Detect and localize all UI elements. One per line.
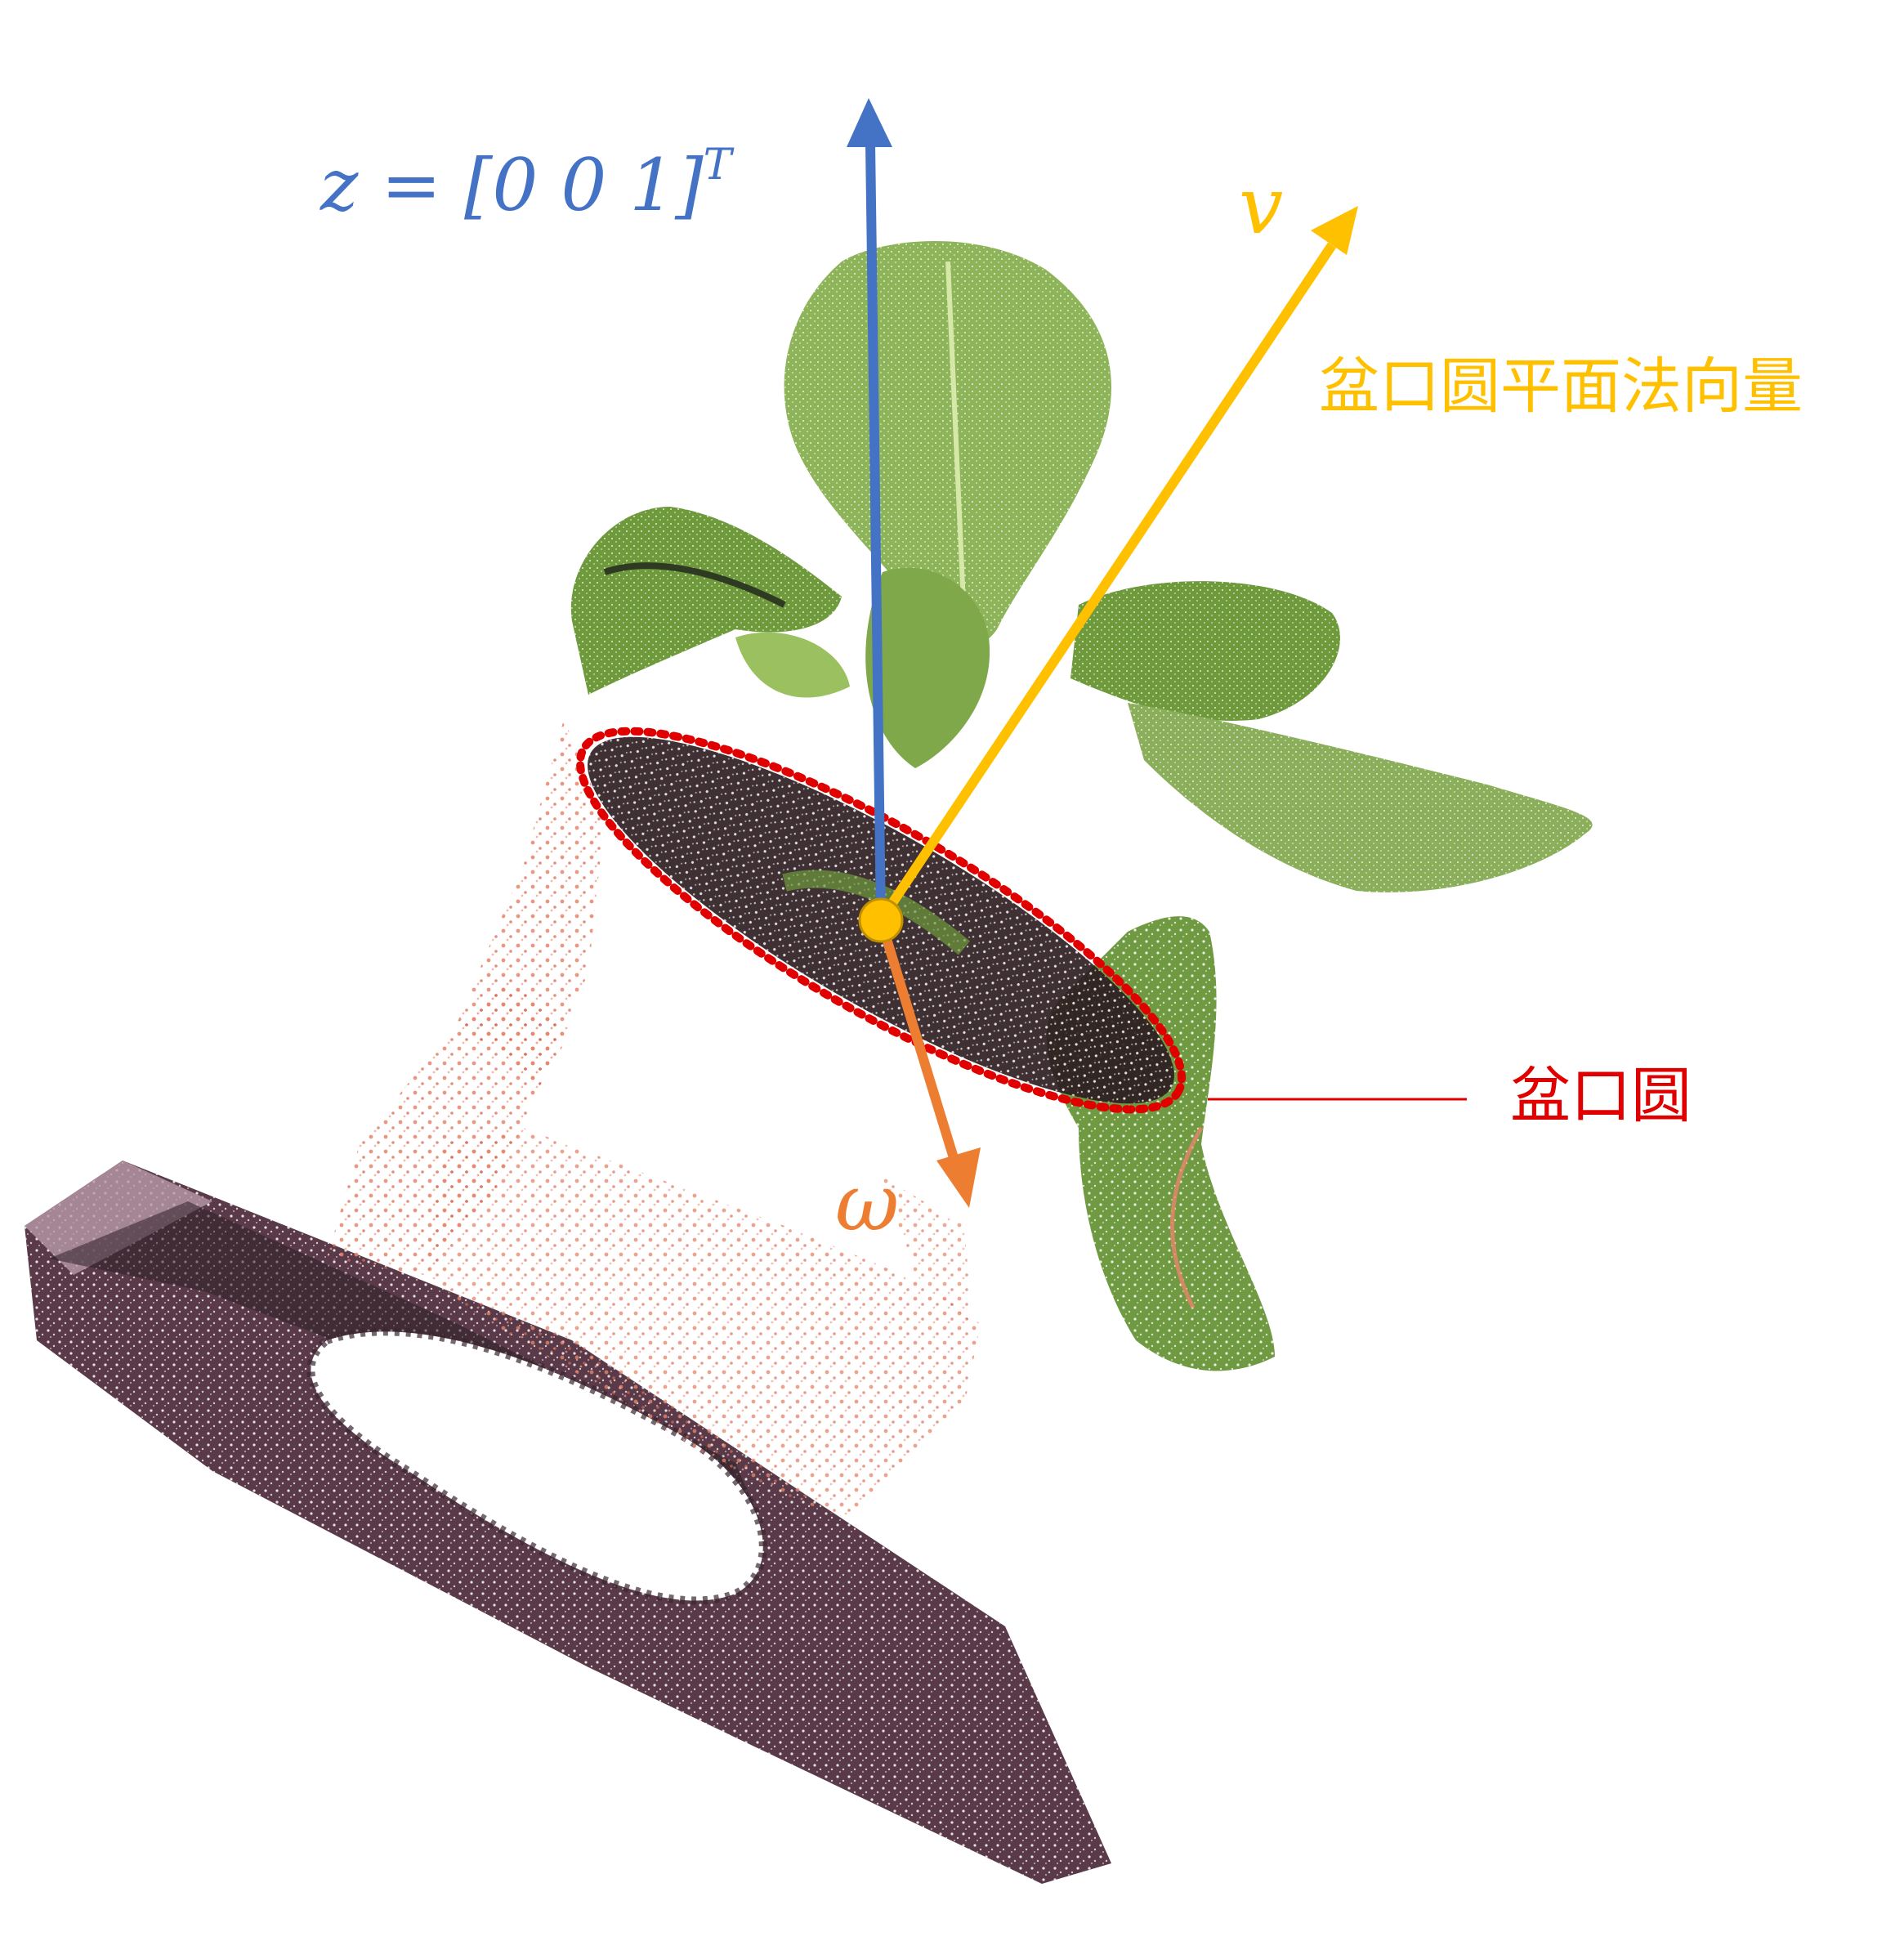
v-normal-arrow — [877, 206, 1358, 924]
z-vector-text: z = [0 0 1] — [320, 143, 704, 227]
z-vector-label: z = [0 0 1]T — [320, 144, 731, 221]
rim-center-point — [858, 897, 904, 943]
pot-wall-point-cloud — [327, 719, 981, 1520]
rim-circle-ellipse — [575, 727, 1187, 1114]
omega-arrow — [876, 919, 981, 1208]
rim-circle-caption: 盆口圆 — [1510, 1061, 1692, 1131]
pot-base-point-cloud — [25, 1161, 1111, 1884]
omega-vector-label: ω — [835, 1157, 900, 1249]
v-vector-label: v — [1239, 160, 1284, 252]
plant-leaves-point-cloud — [570, 241, 1593, 1371]
z-axis-arrow — [847, 98, 892, 921]
z-vector-superscript: T — [703, 141, 732, 190]
normal-vector-caption: 盆口圆平面法向量 — [1319, 351, 1803, 422]
